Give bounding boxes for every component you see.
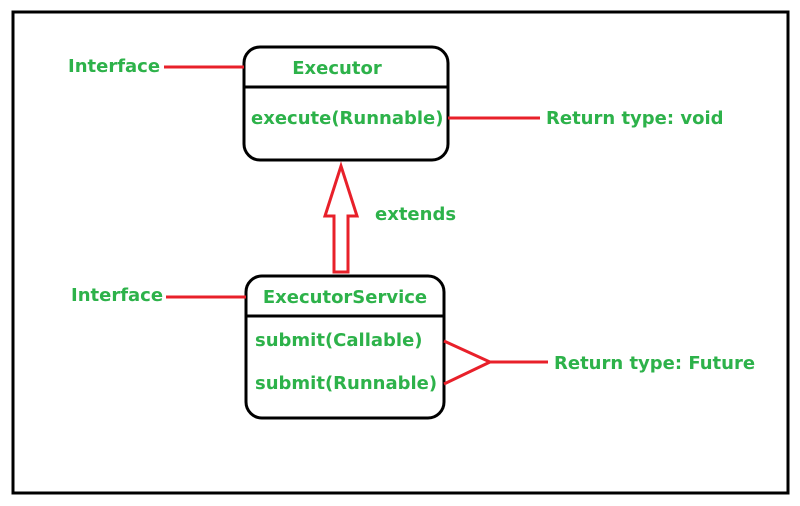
extends-arrow xyxy=(322,161,360,274)
extends-label: extends xyxy=(375,204,456,225)
executor-service-return-label: Return type: Future xyxy=(554,353,755,374)
executor-interface-label: Interface xyxy=(68,56,160,77)
executor-service-method-submit-runnable: submit(Runnable) xyxy=(255,373,437,394)
executor-service-box-outline xyxy=(244,274,446,420)
executor-service-method-submit-callable: submit(Callable) xyxy=(255,330,423,351)
executor-service-interface-label: Interface xyxy=(71,285,163,306)
executor-service-box: ExecutorService submit(Callable) submit(… xyxy=(244,274,446,420)
executor-box-outline xyxy=(242,45,450,162)
executor-method-execute: execute(Runnable) xyxy=(251,108,444,129)
executor-box: Executor execute(Runnable) xyxy=(242,45,450,162)
executor-title: Executor xyxy=(292,58,382,79)
executor-service-title: ExecutorService xyxy=(263,287,427,308)
executor-return-label: Return type: void xyxy=(546,108,724,129)
